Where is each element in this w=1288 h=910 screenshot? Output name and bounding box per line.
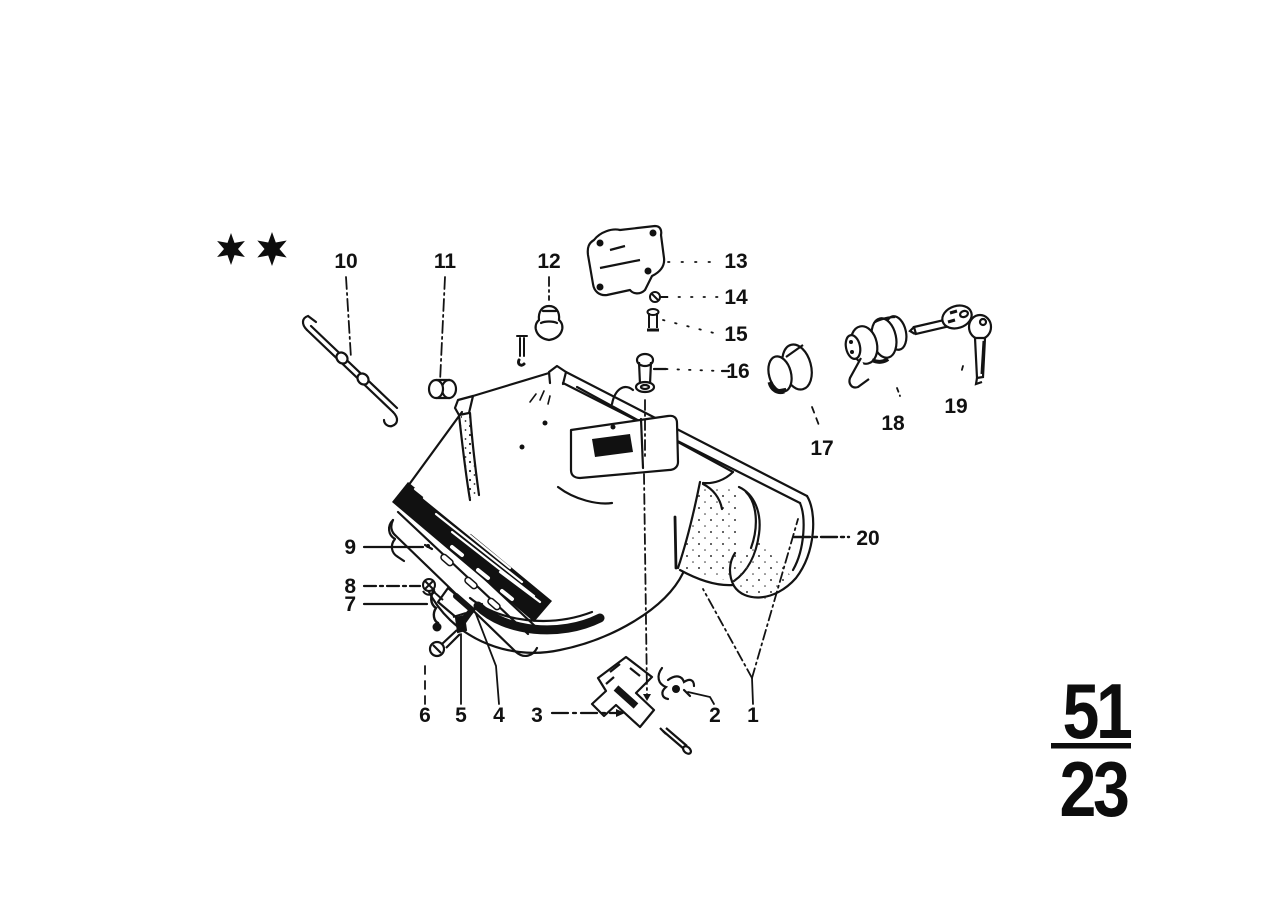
part-16-pivot-pin (634, 352, 656, 394)
part-number-labels: 10 11 12 13 14 15 16 17 18 19 20 9 8 7 6… (334, 250, 967, 727)
knob-screw (516, 335, 528, 367)
part-6-screw (428, 623, 464, 658)
double-star-icon (217, 232, 287, 266)
label-16: 16 (726, 360, 749, 383)
section-code-main: 51 (1063, 668, 1132, 755)
label-8: 8 (344, 575, 356, 598)
glove-box-body (406, 364, 815, 654)
part-2-spring-clip (657, 666, 696, 701)
part-18-lock-cylinder (844, 315, 908, 389)
label-17: 17 (810, 437, 833, 460)
label-19: 19 (944, 395, 967, 418)
part-3-striker-latch (590, 655, 656, 729)
label-10: 10 (334, 250, 357, 273)
part-13-cover-plate (586, 224, 666, 297)
part-17-grommet (767, 343, 813, 395)
section-code-block: 51 23 (1051, 668, 1135, 833)
label-15: 15 (724, 323, 748, 346)
part-14-screw (649, 291, 668, 303)
label-1: 1 (747, 704, 759, 727)
latch-pivot-pin (659, 727, 693, 755)
part-10-hinge-rod (301, 314, 399, 428)
label-6: 6 (419, 704, 431, 727)
part-15-bolt (646, 308, 660, 332)
label-5: 5 (455, 704, 467, 727)
label-14: 14 (724, 286, 748, 309)
label-13: 13 (724, 250, 747, 273)
label-7: 7 (344, 593, 356, 616)
part-11-buffer-bushing (427, 378, 458, 400)
door-hinge-and-seal-band (388, 482, 552, 658)
label-11: 11 (434, 250, 457, 273)
part-12-lock-knob (516, 304, 564, 367)
label-20: 20 (856, 527, 879, 550)
label-2: 2 (709, 704, 721, 727)
part-7-hook-bracket (430, 588, 442, 632)
label-4: 4 (493, 704, 505, 727)
label-18: 18 (881, 412, 905, 435)
section-code-divider (1051, 743, 1131, 749)
label-12: 12 (537, 250, 560, 273)
part-19-keys (908, 304, 993, 386)
section-code-sub: 23 (1060, 746, 1128, 833)
label-3: 3 (531, 704, 543, 727)
part-8-screw-washer (422, 578, 444, 601)
label-9: 9 (344, 536, 356, 559)
leader-lines (345, 261, 964, 717)
